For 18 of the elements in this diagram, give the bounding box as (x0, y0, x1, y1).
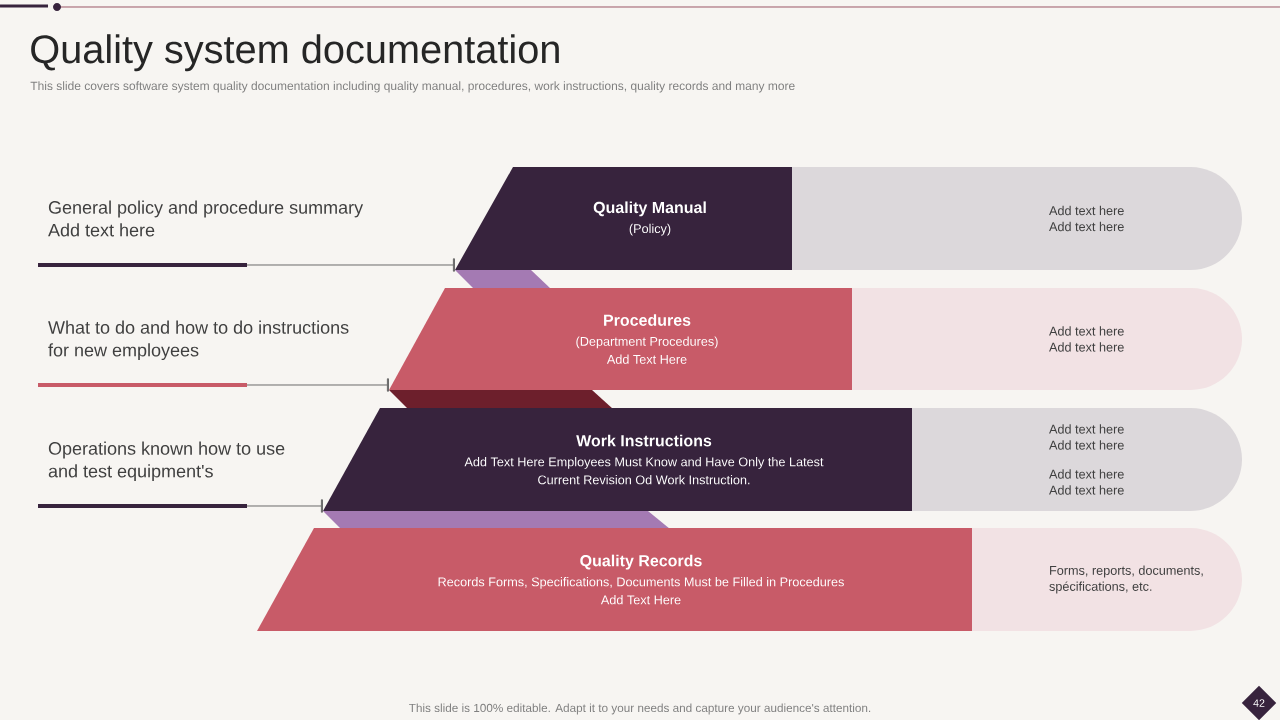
trapezoid-band: Quality Records Records Forms, Specifications, Documents Must be Filled in Procedures Add Text Here (257, 528, 972, 631)
trapezoid-band: Work Instructions Add Text Here Employees Must Know and Have Only the Latest Current Revision Od Work Instruction. (323, 408, 912, 511)
rounded-panel: Add text here Add text here (792, 167, 1242, 270)
rounded-panel: Add text here Add text here (852, 288, 1242, 390)
leader-line (246, 378, 389, 392)
leader-line (246, 258, 455, 272)
rounded-panel: Forms, reports, documents, spécifications, etc. (972, 528, 1242, 631)
footer-note: This slide is 100% editable. Adapt it to your needs and capture your audience's attention. (409, 703, 871, 715)
leader-line (246, 499, 323, 513)
description-text: General policy and procedure summary Add text here (38, 200, 364, 267)
page-number: 42 (1241, 685, 1277, 720)
description-text: What to do and how to do instructions for new employees (38, 320, 349, 387)
description-text: Operations known how to use and test equipment's (38, 441, 285, 508)
trapezoid-band: Procedures (Department Procedures) Add Text Here (389, 288, 852, 390)
trapezoid-band: Quality Manual (Policy) (455, 167, 792, 270)
rounded-panel: Add text here Add text here Add text here Add text here (912, 408, 1242, 511)
title: Quality system documentation (31, 34, 559, 72)
subtitle-text: This slide covers software system quality documentation including quality manual, procedures, work instructions, quality records and many more (30, 81, 795, 93)
